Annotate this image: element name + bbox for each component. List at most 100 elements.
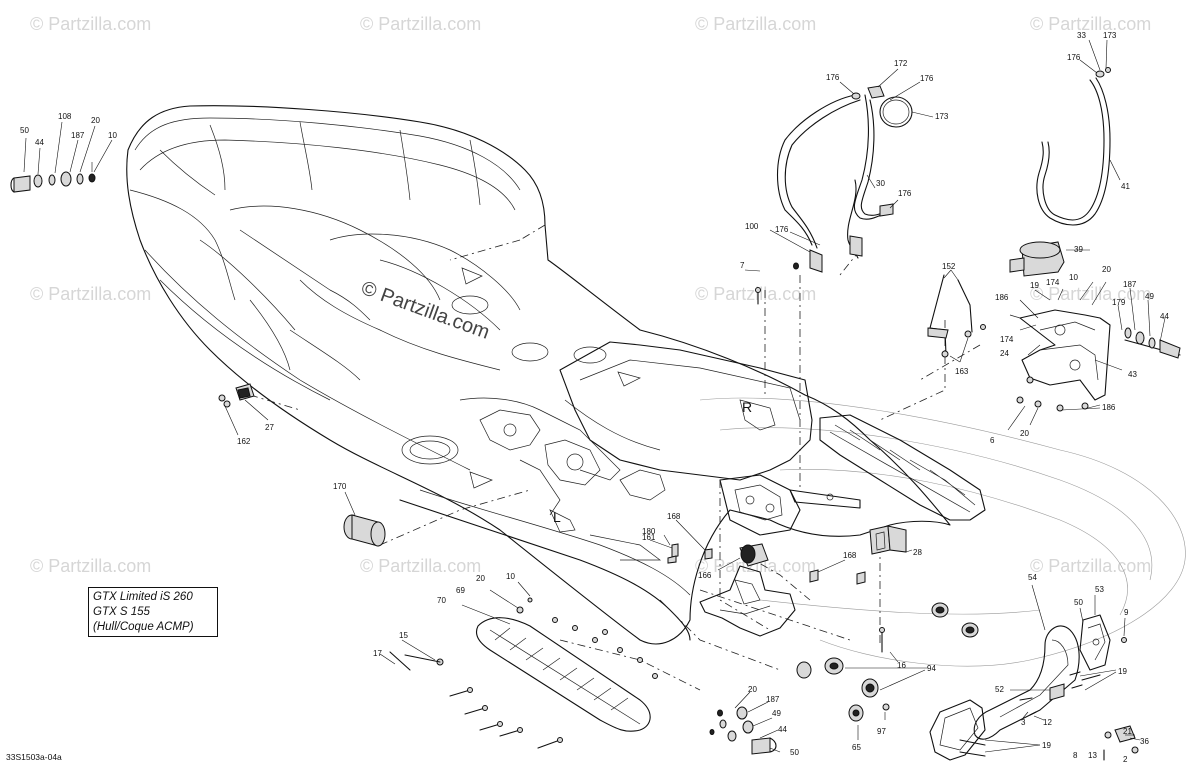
- callout-187: 187: [71, 131, 85, 140]
- callout-166: 166: [698, 571, 712, 580]
- callout-16: 16: [897, 661, 906, 670]
- callout-17: 17: [373, 649, 382, 658]
- callout-180: 180: [642, 527, 656, 536]
- callout-20: 20: [91, 116, 100, 125]
- callout-176: 176: [898, 189, 912, 198]
- callout-10: 10: [506, 572, 515, 581]
- callout-19: 19: [1042, 741, 1051, 750]
- callout-161: 161: [642, 533, 656, 542]
- callout-173: 173: [1103, 31, 1117, 40]
- callout-19: 19: [1030, 281, 1039, 290]
- mechanism-43: [1007, 241, 1181, 431]
- hardware-27: [218, 383, 269, 436]
- watermark: © Partzilla.com: [30, 14, 151, 34]
- callout-10: 10: [108, 131, 117, 140]
- callout-7: 7: [740, 261, 745, 270]
- callout-21: 21: [1123, 727, 1132, 736]
- callout-100: 100: [745, 222, 759, 231]
- watermark: © Partzilla.com: [1030, 14, 1151, 34]
- watermark: © Partzilla.com: [30, 284, 151, 304]
- callout-20: 20: [1102, 265, 1111, 274]
- watermark: © Partzilla.com: [695, 556, 816, 576]
- callout-179: 179: [1112, 298, 1126, 307]
- watermark: © Partzilla.com: [1030, 556, 1151, 576]
- callout-44: 44: [35, 138, 44, 147]
- callout-108: 108: [58, 112, 72, 121]
- hardware-group-top-left: [10, 121, 113, 193]
- callout-176: 176: [826, 73, 840, 82]
- callout-33: 33: [1077, 31, 1086, 40]
- hull-marking-r: R: [742, 399, 752, 415]
- callout-41: 41: [1121, 182, 1130, 191]
- callout-70: 70: [437, 596, 446, 605]
- hardware-group-bottom: [709, 691, 781, 755]
- callout-186: 186: [1102, 403, 1116, 412]
- hull-marking-l: L: [553, 509, 561, 525]
- watermark: © Partzilla.com: [30, 556, 151, 576]
- screw-16: [879, 627, 899, 663]
- pads-28: [869, 525, 913, 555]
- callout-173: 173: [935, 112, 949, 121]
- watermark-layer: © Partzilla.com © Partzilla.com © Partzi…: [30, 14, 1151, 576]
- callout-43: 43: [1128, 370, 1137, 379]
- callout-24: 24: [1000, 349, 1009, 358]
- callout-44: 44: [1160, 312, 1169, 321]
- part-170: [343, 491, 386, 547]
- callout-27: 27: [265, 423, 274, 432]
- callout-49: 49: [772, 709, 781, 718]
- callout-19: 19: [1118, 667, 1127, 676]
- callout-28: 28: [913, 548, 922, 557]
- callout-163: 163: [955, 367, 969, 376]
- watermark: © Partzilla.com: [1030, 284, 1151, 304]
- callout-176: 176: [1067, 53, 1081, 62]
- hose-assembly-30: [769, 68, 934, 273]
- callout-174: 174: [1046, 278, 1060, 287]
- hose-41: [1036, 39, 1121, 226]
- model-info-box: GTX Limited iS 260 GTX S 155 (Hull/Coque…: [88, 587, 218, 637]
- callout-39: 39: [1074, 245, 1083, 254]
- watermark: © Partzilla.com: [695, 284, 816, 304]
- grab-handle-54: [929, 584, 1141, 761]
- callout-65: 65: [852, 743, 861, 752]
- callout-20: 20: [476, 574, 485, 583]
- parts-166: [649, 519, 866, 637]
- callout-6: 6: [990, 436, 995, 445]
- watermark: © Partzilla.com: [360, 556, 481, 576]
- callout-2: 2: [1123, 755, 1128, 764]
- callout-12: 12: [1043, 718, 1052, 727]
- callout-186: 186: [995, 293, 1009, 302]
- callout-3: 3: [1021, 718, 1026, 727]
- callout-69: 69: [456, 586, 465, 595]
- drains-94-97-65: [796, 602, 979, 740]
- callout-50: 50: [20, 126, 29, 135]
- callout-187: 187: [1123, 280, 1137, 289]
- brackets-152-163: [927, 269, 986, 363]
- callout-176: 176: [920, 74, 934, 83]
- callout-8: 8: [1073, 751, 1078, 760]
- grate-70: [379, 581, 658, 749]
- model-line-3: (Hull/Coque ACMP): [93, 621, 194, 633]
- watermark-center: © Partzilla.com: [358, 277, 492, 344]
- callout-97: 97: [877, 727, 886, 736]
- callout-52: 52: [995, 685, 1004, 694]
- callout-172: 172: [894, 59, 908, 68]
- callout-152: 152: [942, 262, 956, 271]
- callout-162: 162: [237, 437, 251, 446]
- callout-44: 44: [778, 725, 787, 734]
- callout-15: 15: [399, 631, 408, 640]
- watermark: © Partzilla.com: [695, 14, 816, 34]
- callout-187: 187: [766, 695, 780, 704]
- callout-170: 170: [333, 482, 347, 491]
- callout-168: 168: [843, 551, 857, 560]
- model-line-1: GTX Limited iS 260: [93, 591, 193, 603]
- callout-50: 50: [1074, 598, 1083, 607]
- callout-20: 20: [1020, 429, 1029, 438]
- callout-20: 20: [748, 685, 757, 694]
- model-line-2: GTX S 155: [93, 606, 150, 618]
- watermark: © Partzilla.com: [360, 14, 481, 34]
- screws-7: [744, 262, 799, 305]
- callout-53: 53: [1095, 585, 1104, 594]
- callout-94: 94: [927, 664, 936, 673]
- callout-30: 30: [876, 179, 885, 188]
